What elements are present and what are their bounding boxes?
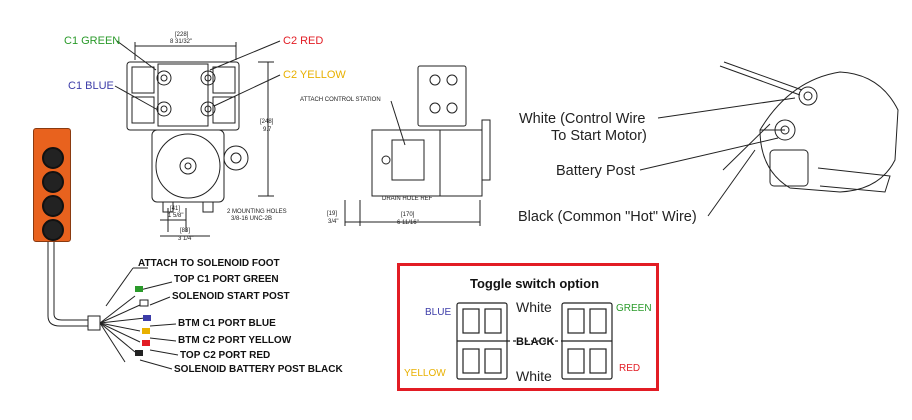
pendant-leaders: [133, 267, 179, 370]
dim-c-in: 3/4": [328, 219, 339, 225]
toggle-white-top-label: White: [516, 299, 552, 315]
dim-width-in: 8 31/32": [170, 39, 193, 45]
dim-height-in: 9.7: [263, 127, 272, 133]
pendant-button: [42, 171, 64, 193]
dim-d-in: 6 11/16": [397, 220, 419, 226]
to-start-motor-label: To Start Motor): [551, 128, 647, 144]
front-view-drawing: [126, 42, 274, 237]
top-c1-port-green-label: TOP C1 PORT GREEN: [174, 274, 279, 285]
battery-post-label: Battery Post: [556, 163, 635, 179]
pendant-wire-tips: [135, 286, 151, 356]
white-control-wire-label: White (Control Wire: [519, 111, 646, 127]
c1-green-label: C1 GREEN: [64, 35, 121, 47]
toggle-yellow-label: YELLOW: [404, 368, 446, 379]
pendant-button: [42, 195, 64, 217]
pendant-control: [33, 128, 71, 242]
toggle-title: Toggle switch option: [470, 276, 600, 291]
pendant-button: [42, 219, 64, 241]
dim-a-in: 1 5/8": [168, 213, 184, 219]
dim-b-mm: [83]: [180, 228, 191, 234]
toggle-white-bottom-label: White: [516, 368, 552, 384]
pendant-button: [42, 147, 64, 169]
toggle-switch-option-box: Toggle switch option BLUE GREEN White BL…: [397, 263, 659, 391]
black-common-hot-wire-label: Black (Common "Hot" Wire): [518, 209, 697, 225]
dim-d-mm: [170]: [401, 212, 415, 218]
mounting-holes-line2: 3/8-16 UNC-2B: [231, 216, 273, 222]
btm-c1-port-blue-label: BTM C1 PORT BLUE: [178, 318, 276, 329]
dim-width-mm: [228]: [175, 32, 189, 38]
attach-control-station-label: ATTACH CONTROL STATION: [300, 97, 381, 103]
mounting-holes-line1: 2 MOUNTING HOLES: [227, 209, 287, 215]
c2-yellow-label: C2 YELLOW: [283, 69, 346, 81]
toggle-black-label: BLACK: [516, 336, 555, 348]
c2-red-label: C2 RED: [283, 35, 324, 47]
toggle-blue-label: BLUE: [425, 307, 452, 318]
dim-b-in: 3 1/4": [178, 236, 194, 242]
toggle-green-label: GREEN: [616, 303, 652, 314]
solenoid-start-post-label: SOLENOID START POST: [172, 291, 290, 302]
drain-hole-ref-label: DRAIN HOLE REF: [382, 196, 433, 202]
toggle-switches: [456, 302, 613, 380]
btm-c2-port-yellow-label: BTM C2 PORT YELLOW: [178, 335, 292, 346]
top-c2-port-red-label: TOP C2 PORT RED: [180, 350, 271, 361]
pendant-cable-drawing: [47, 238, 146, 363]
attach-solenoid-foot-label: ATTACH TO SOLENOID FOOT: [138, 258, 280, 269]
dim-c-mm: [19]: [327, 211, 338, 217]
solenoid-drawing: [639, 61, 899, 217]
dim-height-mm: [248]: [260, 119, 274, 125]
c1-blue-label: C1 BLUE: [68, 80, 114, 92]
solenoid-battery-post-black-label: SOLENOID BATTERY POST BLACK: [174, 364, 343, 375]
side-view-drawing: [344, 65, 491, 226]
dim-a-mm: [41]: [170, 206, 181, 212]
front-view-leaders: [114, 40, 406, 146]
toggle-red-label: RED: [619, 363, 641, 374]
